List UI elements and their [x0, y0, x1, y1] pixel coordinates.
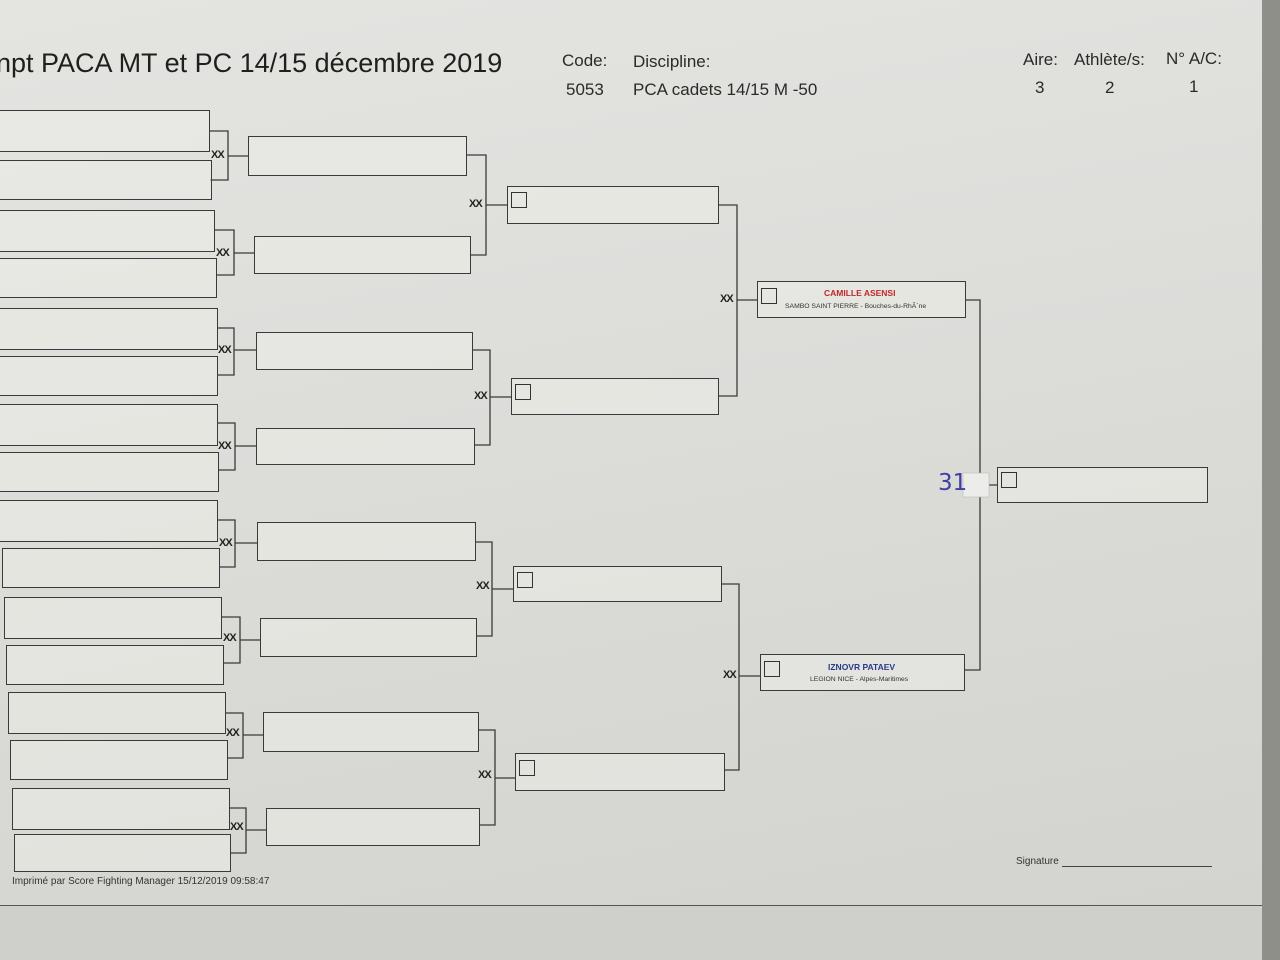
match-marker: XX — [211, 149, 225, 161]
code-value: 5053 — [566, 80, 604, 99]
checkbox-icon[interactable] — [511, 192, 527, 208]
match-marker: XX — [476, 580, 490, 592]
quarterfinal-slot-1 — [507, 186, 719, 224]
aire-value: 3 — [1035, 78, 1045, 97]
match-marker: XX — [218, 344, 232, 356]
quarterfinal-slot-2 — [511, 378, 719, 415]
round2-slot-2 — [254, 236, 471, 274]
signature-line[interactable] — [1062, 866, 1212, 867]
tournament-title: npt PACA MT et PC 14/15 décembre 2019 — [0, 48, 503, 78]
match-marker: XX — [478, 769, 492, 781]
signature-label: Signature — [1016, 856, 1059, 867]
round1-slot-7 — [0, 404, 218, 446]
match-marker: XX — [216, 247, 230, 259]
code-label: Code: — [562, 51, 608, 70]
checkbox-icon[interactable] — [519, 760, 535, 776]
quarterfinal-slot-4 — [515, 753, 725, 791]
round1-slot-13 — [8, 692, 226, 734]
round1-slot-1 — [0, 110, 210, 152]
paper-edge — [0, 905, 1262, 960]
semifinal-slot-bottom: IZNOVR PATAEV LEGION NICE - Alpes-Mariti… — [760, 654, 965, 691]
round2-slot-5 — [257, 522, 476, 561]
match-marker: XX — [720, 293, 734, 305]
checkbox-icon[interactable] — [515, 384, 531, 400]
round1-slot-15 — [12, 788, 230, 830]
aire-label: Aire: — [1023, 50, 1058, 69]
quarterfinal-slot-3 — [513, 566, 722, 602]
match-marker: XX — [226, 727, 240, 739]
checkbox-icon[interactable] — [517, 572, 533, 588]
ac-number-label: N° A/C: — [1166, 49, 1222, 68]
round1-slot-2 — [0, 160, 212, 200]
round1-slot-5 — [0, 308, 218, 350]
match-marker: XX — [474, 390, 488, 402]
round1-slot-11 — [4, 597, 222, 639]
round1-slot-4 — [0, 258, 217, 298]
round1-slot-8 — [0, 452, 219, 492]
round1-slot-14 — [10, 740, 228, 780]
checkbox-icon[interactable] — [1001, 472, 1017, 488]
match-marker: XX — [230, 821, 244, 833]
match-marker: XX — [218, 440, 232, 452]
round1-slot-12 — [6, 645, 224, 685]
round1-slot-6 — [0, 356, 218, 396]
printed-by-note: Imprimé par Score Fighting Manager 15/12… — [12, 876, 270, 887]
round2-slot-4 — [256, 428, 475, 465]
round1-slot-10 — [2, 548, 220, 588]
athlete-club: LEGION NICE - Alpes-Maritimes — [810, 676, 909, 683]
athletes-label: Athlète/s: — [1074, 50, 1145, 69]
match-marker: XX — [219, 537, 233, 549]
round2-slot-6 — [260, 618, 477, 657]
final-slot — [997, 467, 1208, 503]
handwritten-annotation: 31 — [938, 470, 968, 496]
match-marker: XX — [469, 198, 483, 210]
athlete-club: SAMBO SAINT PIERRE - Bouches-du-RhÃ´ne — [785, 303, 927, 310]
round1-slot-16 — [14, 834, 231, 872]
round2-slot-7 — [263, 712, 479, 752]
discipline-value: PCA cadets 14/15 M -50 — [633, 80, 818, 99]
athlete-name: IZNOVR PATAEV — [828, 662, 896, 672]
round2-slot-8 — [266, 808, 480, 846]
ac-number-value: 1 — [1189, 77, 1199, 96]
round2-slot-3 — [256, 332, 473, 370]
checkbox-icon[interactable] — [764, 661, 780, 677]
semifinal-slot-top: CAMILLE ASENSI SAMBO SAINT PIERRE - Bouc… — [757, 281, 966, 318]
round1-slot-9 — [0, 500, 218, 542]
athlete-name: CAMILLE ASENSI — [824, 288, 896, 298]
match-marker: XX — [723, 669, 737, 681]
checkbox-icon[interactable] — [761, 288, 777, 304]
discipline-label: Discipline: — [633, 52, 711, 71]
match-marker: XX — [223, 632, 237, 644]
round1-slot-3 — [0, 210, 215, 252]
athletes-value: 2 — [1105, 78, 1115, 97]
round2-slot-1 — [248, 136, 467, 176]
